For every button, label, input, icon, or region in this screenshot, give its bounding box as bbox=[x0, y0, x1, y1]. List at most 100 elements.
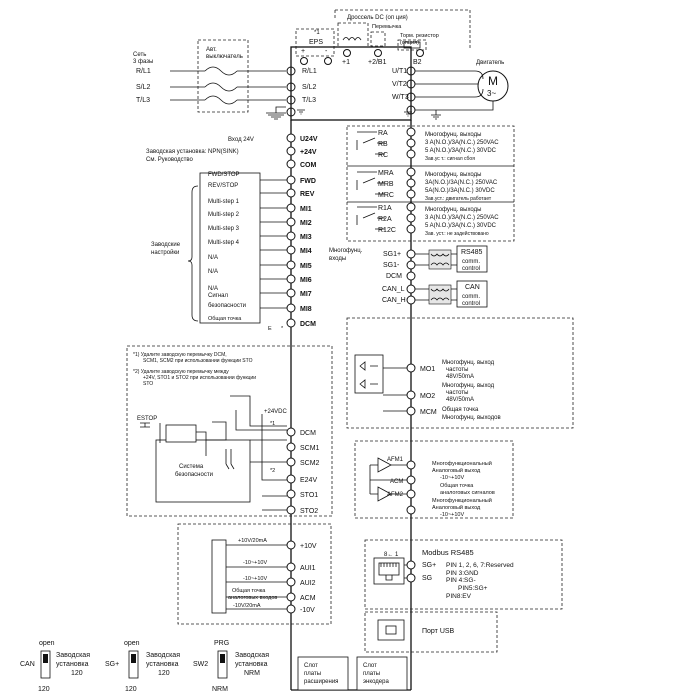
relay-text: Многофунц. выходы bbox=[425, 207, 481, 213]
switch1-toggle[interactable] bbox=[40, 650, 51, 679]
relay-contact-icon bbox=[356, 131, 385, 155]
analog-label-4: Общая точка bbox=[232, 588, 266, 594]
sg1-minus-label: SG1- bbox=[383, 262, 400, 269]
analog-source-block bbox=[211, 539, 227, 614]
slot-encoder[interactable] bbox=[356, 656, 408, 691]
relay-text: 5 A(N.O.)/3A(N.C.) 30VDC bbox=[425, 148, 497, 154]
mo2-label: MO2 bbox=[420, 393, 435, 400]
sto-marker-1: *1 bbox=[270, 421, 275, 427]
control-terminal-mi2 bbox=[286, 217, 296, 227]
motor-title: Двигатель bbox=[476, 60, 504, 66]
input-label-t: T/L3 bbox=[136, 97, 150, 104]
breaker-label-line1: Авт. bbox=[206, 47, 217, 53]
analog-terminal-label: ACM bbox=[300, 595, 316, 602]
relay-text: Зав.ус т.: сигнал сбоя bbox=[425, 156, 475, 162]
breaker-contact-r bbox=[204, 66, 238, 76]
control-terminal-label: MI5 bbox=[300, 263, 312, 270]
control-terminal-label: COM bbox=[300, 162, 317, 169]
control-terminal-rows: U24V+24VCOMFWDREVMI1MI2MI3MI4MI5MI6MI7MI… bbox=[208, 133, 318, 328]
relay-contact-icon bbox=[356, 206, 385, 230]
analog-label-2: -10~+10V bbox=[243, 560, 267, 566]
multifunc-inputs-line2: входы bbox=[329, 256, 346, 262]
modbus-dashed-box bbox=[364, 539, 563, 610]
slot-expansion-line1: Слот bbox=[304, 663, 318, 669]
control-terminal-24v bbox=[286, 146, 296, 156]
dc-choke-label: Дроссель DC (оп ция) bbox=[347, 15, 408, 21]
control-terminal-mi5 bbox=[286, 260, 296, 270]
relay-text: 5 A(N.O.)/3A(N.C.) 30VDC bbox=[425, 223, 497, 229]
slot-expansion[interactable] bbox=[297, 656, 349, 691]
sto-terminal-dcm bbox=[286, 427, 296, 437]
choke-coil-icon bbox=[342, 37, 362, 41]
terminal-acm-out bbox=[406, 475, 416, 485]
control-terminal-fwd bbox=[286, 175, 296, 185]
switch2-top-label: open bbox=[124, 640, 140, 647]
switch3-top-label: PRG bbox=[214, 640, 229, 647]
relay-terminal-mrb bbox=[406, 178, 416, 188]
can-l-label: CAN_L bbox=[382, 286, 405, 293]
mo-text-4: Многофунц. выход bbox=[442, 383, 495, 389]
can-line2: control bbox=[462, 301, 480, 307]
motor-terminal-label-v: V/T2 bbox=[392, 81, 407, 88]
control-function-label: REV/STOP bbox=[208, 183, 238, 189]
relay-dashed-box bbox=[346, 125, 515, 242]
switch3-toggle[interactable] bbox=[217, 650, 228, 679]
control-terminal-mi8 bbox=[286, 303, 296, 313]
switch3-bottom-label: NRM bbox=[212, 686, 228, 693]
afm-text-4: Общая точка bbox=[440, 483, 474, 489]
mo-text-6: 48V/50mA bbox=[446, 397, 474, 403]
factory-switch-block bbox=[199, 172, 261, 324]
control-terminal-label: MI2 bbox=[300, 220, 312, 227]
rs485-box bbox=[456, 245, 488, 273]
ground-icon-in bbox=[297, 109, 305, 115]
analog-terminal-label: +10V bbox=[300, 543, 317, 550]
control-terminal-label: DCM bbox=[300, 321, 316, 328]
switch2-toggle[interactable] bbox=[128, 650, 139, 679]
afm1-label: AFM1 bbox=[387, 457, 404, 463]
terminal-label-p1: +1 bbox=[342, 59, 350, 66]
power-module-outline bbox=[290, 46, 412, 121]
relay-terminal-ra bbox=[406, 127, 416, 137]
relay-text: Многофунц. выходы bbox=[425, 172, 481, 178]
switch2-bottom-label: 120 bbox=[125, 686, 137, 693]
relay-text: 3A(N.O.)/3A(N.C.) 250VAC bbox=[425, 180, 498, 186]
motor-ground-wire bbox=[415, 101, 494, 111]
resistor-icon bbox=[403, 41, 421, 49]
control-terminal-label: MI1 bbox=[300, 206, 312, 213]
sto-terminal-sto1 bbox=[286, 489, 296, 499]
sto-terminal-sto2 bbox=[286, 505, 296, 515]
switch1-text-2: установка bbox=[56, 661, 89, 668]
motor-section: Двигатель M 3~ U/T1 V/T2 W/T3 bbox=[392, 60, 509, 120]
brake-resistor-line2: (опция) bbox=[400, 40, 419, 46]
afm-dashed-box bbox=[354, 440, 514, 519]
analog-input-section: +10V/20mA -10~+10V -10~+10V Общая точка … bbox=[177, 523, 332, 625]
relay-terminal-label: R12C bbox=[378, 227, 396, 234]
modbus-line-2: PIN 3:GND bbox=[446, 570, 479, 577]
terminal-afm2 bbox=[406, 489, 416, 499]
relay-text: Зав.уст.: двигатель работает bbox=[425, 196, 492, 202]
terminal-label-t: T/L3 bbox=[302, 97, 316, 104]
analog-terminal-aui1 bbox=[286, 562, 296, 572]
mo-text-7: Общая точка bbox=[442, 407, 479, 413]
slots-section: Слот платы расширения Слот платы энкодер… bbox=[297, 656, 408, 691]
switch3-text-2: установка bbox=[235, 661, 268, 668]
switch3-text-3: NRM bbox=[244, 670, 260, 677]
sto-terminal-scm1 bbox=[286, 442, 296, 452]
can-twist bbox=[430, 288, 450, 301]
rs485-line1: comm. bbox=[462, 259, 480, 265]
sto-terminal-e24v bbox=[286, 474, 296, 484]
can-twisted-pair-icon bbox=[428, 284, 452, 305]
control-function-label: безопасности bbox=[208, 303, 246, 309]
relay-terminal-label: RA bbox=[378, 130, 388, 137]
comm-section: SG1+ SG1- DCM CAN_L CAN_H RS485 comm. co… bbox=[382, 245, 488, 308]
relay-terminal-label: MRA bbox=[378, 170, 394, 177]
control-terminal-mi3 bbox=[286, 231, 296, 241]
factory-npn-label: Заводская установка: NPN(SINK) bbox=[146, 149, 239, 155]
slot-encoder-line3: энкодера bbox=[363, 679, 389, 685]
terminal-modbus-sg bbox=[406, 573, 416, 583]
factory-settings-line2: настройки bbox=[151, 249, 179, 256]
